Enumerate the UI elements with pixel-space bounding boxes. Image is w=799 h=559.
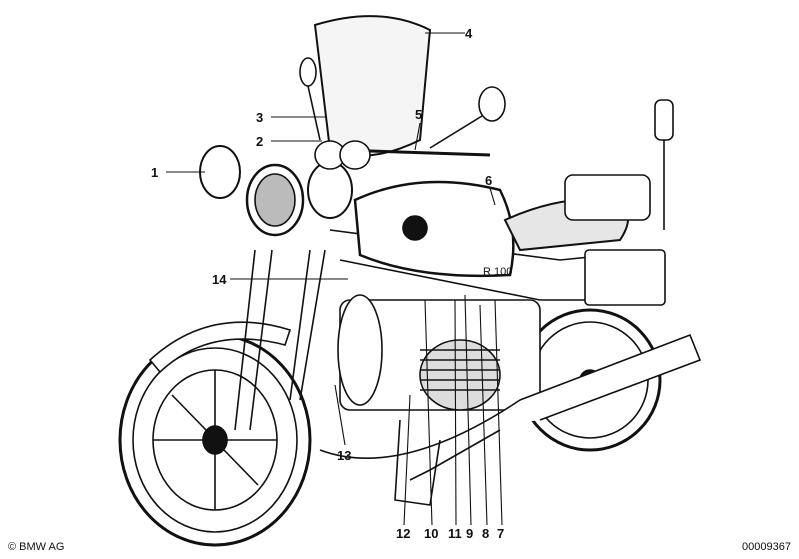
fuel-tank <box>353 180 515 278</box>
engine <box>337 294 541 411</box>
callout-5: 5 <box>415 107 423 122</box>
callout-14: 14 <box>212 272 227 287</box>
front-wheel <box>118 333 312 547</box>
exhaust <box>319 333 702 459</box>
tank-badge: R 100 <box>483 266 512 278</box>
drawing-number: 00009367 <box>742 541 791 553</box>
copyright: © BMW AG <box>8 541 65 553</box>
rear-top-case <box>564 174 651 221</box>
spotlight-left <box>199 145 241 199</box>
callout-2: 2 <box>256 134 264 149</box>
callout-6: 6 <box>485 173 493 188</box>
rear-side-case <box>584 249 666 306</box>
callout-8: 8 <box>482 526 490 541</box>
callout-13: 13 <box>337 448 352 463</box>
leader-lines <box>166 32 503 526</box>
front-fork <box>234 249 326 431</box>
spotlight-right <box>307 161 353 219</box>
callout-10: 10 <box>424 526 439 541</box>
mirror-left <box>299 57 317 87</box>
front-fender <box>148 321 292 374</box>
callout-1: 1 <box>151 165 159 180</box>
callout-3: 3 <box>256 110 264 125</box>
callout-11: 11 <box>448 526 462 541</box>
callout-9: 9 <box>466 526 474 541</box>
callout-4: 4 <box>465 26 473 41</box>
mirror-right <box>478 86 506 122</box>
center-stand <box>394 419 441 506</box>
beacon-light <box>654 99 674 230</box>
callout-12: 12 <box>396 526 411 541</box>
callout-7: 7 <box>497 526 505 541</box>
windshield <box>313 15 432 157</box>
